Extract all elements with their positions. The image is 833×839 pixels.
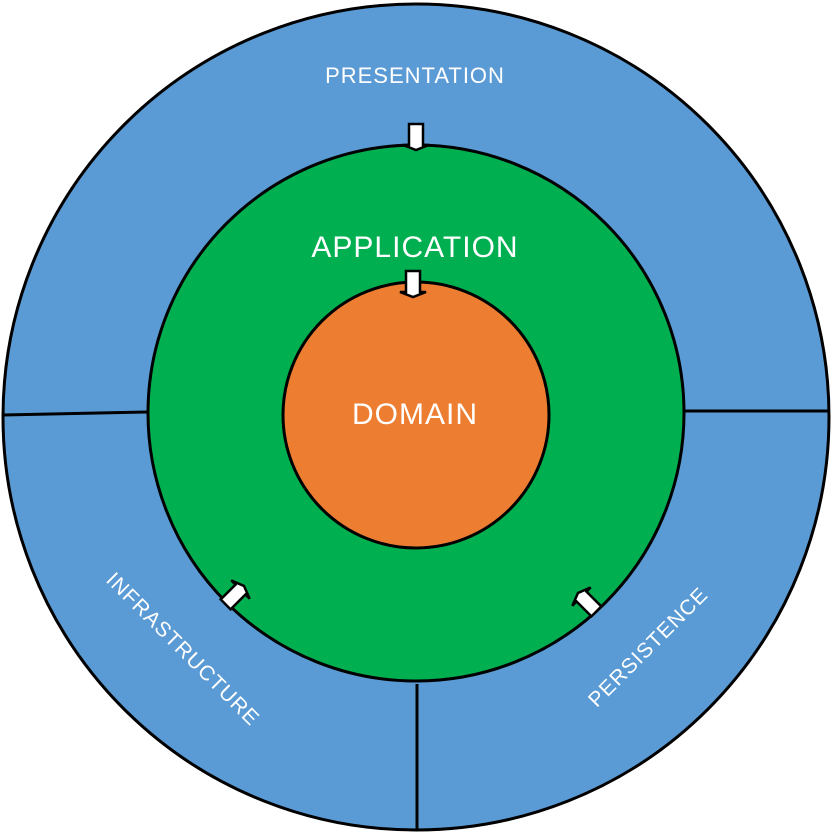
arrow-application-to-domain	[399, 269, 427, 299]
application-label: APPLICATION	[311, 231, 518, 264]
arrow-persistence-to-application	[571, 586, 604, 619]
divider-left	[2, 410, 149, 417]
arrow-presentation-to-application	[402, 122, 430, 152]
presentation-label: PRESENTATION	[325, 63, 505, 88]
domain-label: DOMAIN	[352, 398, 478, 431]
arrow-infrastructure-to-application	[218, 579, 251, 612]
